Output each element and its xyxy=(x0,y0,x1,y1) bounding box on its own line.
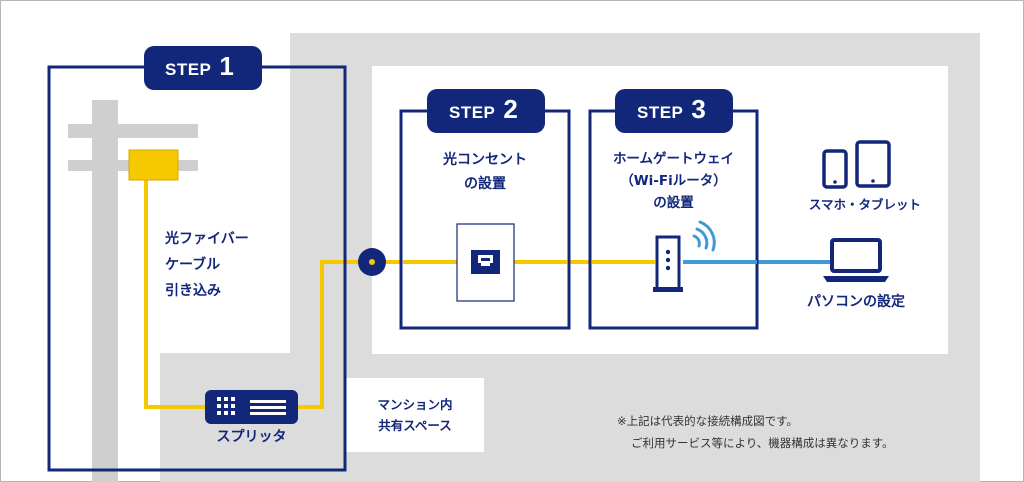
step1-badge xyxy=(144,46,262,90)
router-icon xyxy=(653,235,683,292)
outlet-label-line1: 光コンセント xyxy=(443,152,527,168)
fiber-label-line3: 引き込み xyxy=(165,283,221,299)
gateway-label-line1: ホームゲートウェイ xyxy=(612,151,735,167)
step2-label: STEP 2 xyxy=(449,94,518,125)
tablet-icon xyxy=(855,140,891,188)
step2-number: 2 xyxy=(503,94,518,124)
splitter-icon xyxy=(205,390,298,424)
smartphone-tablet-label: スマホ・タブレット xyxy=(808,197,922,212)
wifi-icon xyxy=(692,220,716,252)
closure-box xyxy=(128,149,179,181)
shared-space-line2: 共有スペース xyxy=(378,418,452,433)
pc-setup-label: パソコンの設定 xyxy=(807,294,905,310)
step3-frame xyxy=(588,109,759,330)
note-line1: ※上記は代表的な接続構成図です。 xyxy=(617,414,798,428)
outlet-icon xyxy=(456,223,515,302)
step1-word: STEP xyxy=(165,60,212,79)
fiber-cable-label: 光ファイバー ケーブル 引き込み xyxy=(165,226,249,304)
step1-number: 1 xyxy=(219,51,234,81)
step1-label: STEP 1 xyxy=(165,51,234,82)
gateway-label-line2: （Wi-Fiルータ） xyxy=(620,173,727,189)
step3-label: STEP 3 xyxy=(637,94,706,125)
shared-space-area xyxy=(346,378,484,452)
step3-number: 3 xyxy=(691,94,706,124)
splitter-label: スプリッタ xyxy=(216,429,287,445)
smartphone-icon xyxy=(822,149,848,189)
laptop-icon xyxy=(823,238,889,282)
step3-badge xyxy=(615,89,733,133)
fiber-label-line1: 光ファイバー xyxy=(165,231,249,247)
step3-word: STEP xyxy=(637,103,684,122)
outlet-label-line2: の設置 xyxy=(464,176,506,192)
note-line2: ご利用サービス等により、機器構成は異なります。 xyxy=(631,436,894,450)
fiber-label-line2: ケーブル xyxy=(165,257,221,273)
gateway-label: ホームゲートウェイ （Wi-Fiルータ） の設置 xyxy=(592,148,755,214)
step2-badge xyxy=(427,89,545,133)
outlet-label: 光コンセント の設置 xyxy=(403,148,567,196)
step2-word: STEP xyxy=(449,103,496,122)
shared-space-line1: マンション内 xyxy=(377,397,453,412)
junction-icon xyxy=(358,248,386,276)
gateway-label-line3: の設置 xyxy=(653,195,694,211)
shared-space-label: マンション内 共有スペース xyxy=(346,394,484,436)
